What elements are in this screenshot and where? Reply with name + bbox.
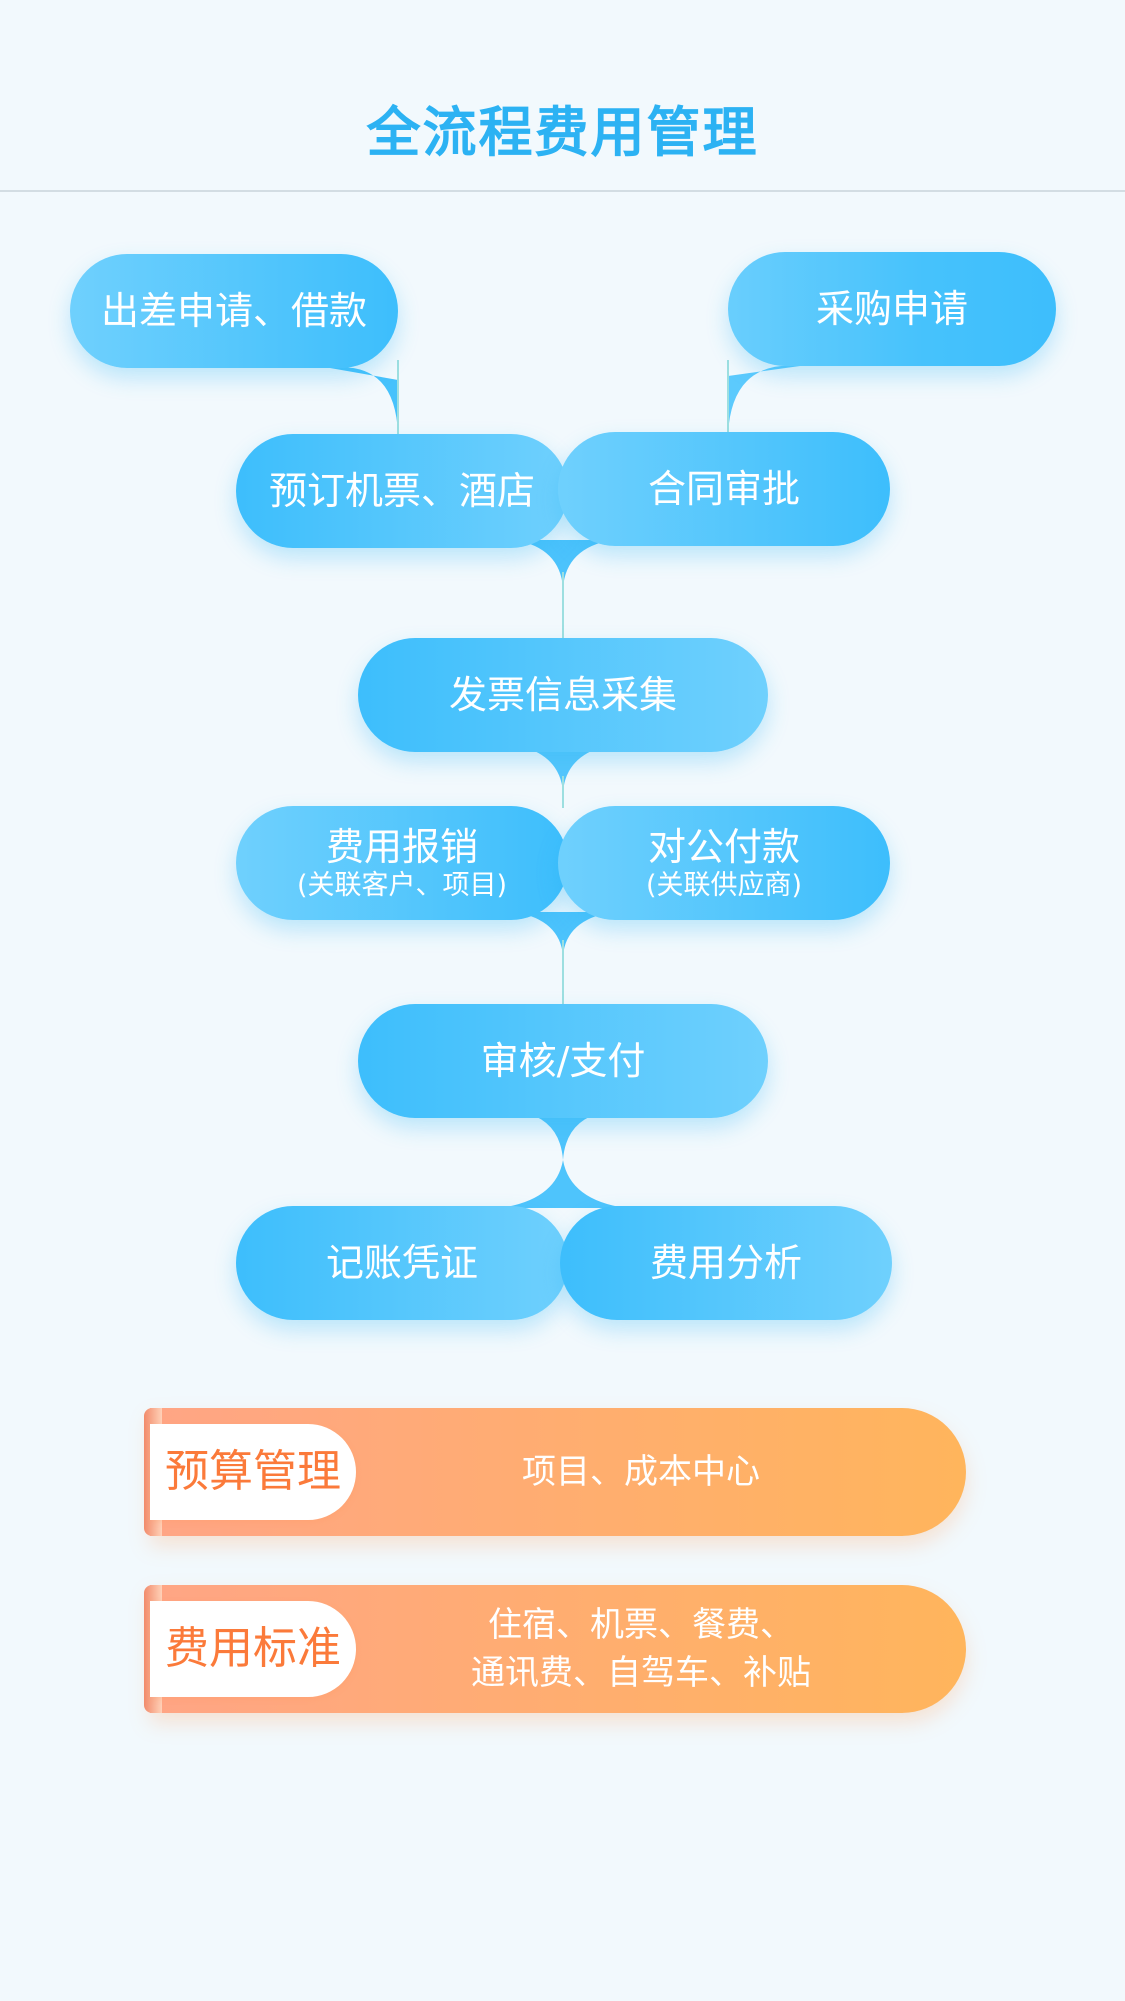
tail-split [500, 1160, 626, 1208]
node-reimburse-sub: (关联客户、项目) [296, 870, 508, 901]
node-voucher-label: 记账凭证 [325, 1241, 478, 1285]
node-booking-label: 预订机票、酒店 [268, 469, 535, 513]
node-booking: 预订机票、酒店 [236, 434, 568, 548]
node-payment-sub: (关联供应商) [645, 870, 803, 901]
budget-banner: 预算管理 项目、成本中心 [144, 1408, 966, 1536]
title-divider [0, 190, 1125, 192]
node-audit: 审核/支付 [358, 1004, 768, 1118]
tail-merge-1 [515, 540, 612, 588]
page-title: 全流程费用管理 [366, 101, 759, 164]
budget-content: 项目、成本中心 [356, 1408, 926, 1536]
node-invoice-label: 发票信息采集 [448, 673, 677, 717]
budget-content-text: 项目、成本中心 [522, 1452, 760, 1492]
node-reimburse-label: 费用报销 [325, 825, 478, 869]
node-invoice: 发票信息采集 [358, 638, 768, 752]
node-travel-apply-label: 出差申请、借款 [100, 289, 367, 333]
standard-banner: 费用标准 住宿、机票、餐费、 通讯费、自驾车、补贴 [144, 1585, 966, 1713]
standard-content-line2: 通讯费、自驾车、补贴 [471, 1653, 811, 1693]
node-analysis: 费用分析 [560, 1206, 892, 1320]
tail-purchase-apply [728, 365, 800, 434]
tail-merge-2 [515, 912, 612, 956]
standard-label: 费用标准 [150, 1601, 356, 1697]
tail-invoice [520, 746, 606, 792]
standard-content: 住宿、机票、餐费、 通讯费、自驾车、补贴 [356, 1585, 926, 1713]
node-contract-label: 合同审批 [647, 467, 800, 511]
node-contract: 合同审批 [558, 432, 890, 546]
node-payment: 对公付款 (关联供应商) [558, 806, 890, 920]
standard-content-line1: 住宿、机票、餐费、 [488, 1605, 794, 1645]
tail-audit [522, 1112, 604, 1160]
node-audit-label: 审核/支付 [480, 1039, 646, 1083]
node-payment-label: 对公付款 [647, 825, 800, 869]
node-voucher: 记账凭证 [236, 1206, 568, 1320]
node-travel-apply: 出差申请、借款 [70, 254, 398, 368]
node-reimburse: 费用报销 (关联客户、项目) [236, 806, 568, 920]
node-purchase-apply: 采购申请 [728, 252, 1056, 366]
tail-travel-apply [330, 367, 398, 434]
node-analysis-label: 费用分析 [649, 1241, 802, 1285]
node-purchase-apply-label: 采购申请 [815, 287, 968, 331]
budget-label: 预算管理 [150, 1424, 356, 1520]
